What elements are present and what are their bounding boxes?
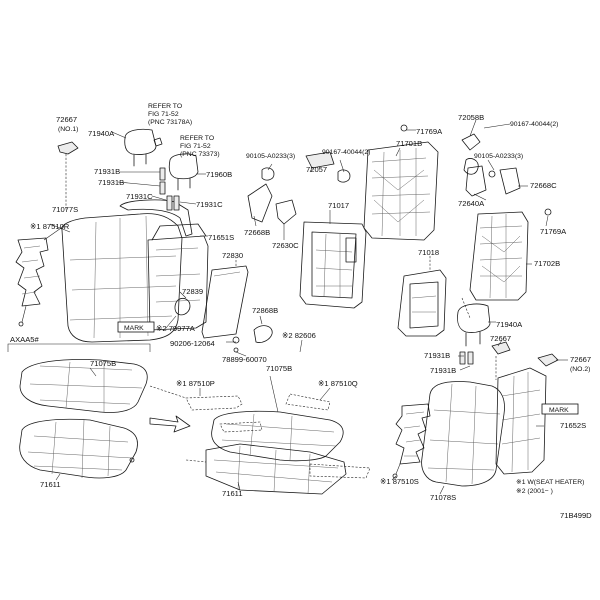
- label-71931C-a: 71931C: [126, 192, 153, 201]
- footnotes: ※1 W(SEAT HEATER) ※2 (2001− ) 71B499D: [516, 479, 592, 520]
- ref1-line1: REFER TO: [148, 103, 182, 110]
- label-71931B-2a: 71931B: [424, 351, 450, 360]
- left-seat-cushion-cover: [19, 359, 148, 413]
- ref1-line2: FIG 71-52: [148, 111, 179, 118]
- label-71018: 71018: [418, 248, 439, 257]
- label-72640A: 72640A: [458, 199, 485, 208]
- label-87510Q: ※1 87510Q: [318, 379, 358, 388]
- center-seat-pad: [205, 443, 347, 495]
- right-frame-71018: [397, 269, 447, 337]
- label-71077S: 71077S: [52, 205, 78, 214]
- label-82606: ※2 82606: [282, 331, 316, 340]
- label-71078S: 71078S: [430, 493, 456, 502]
- label-72667-no1: 72667: [56, 115, 77, 124]
- mark-label-right: MARK: [549, 407, 569, 414]
- right-heater-87510S: [392, 403, 431, 479]
- label-87510P: ※1 87510P: [176, 379, 215, 388]
- label-72630C: 72630C: [272, 241, 299, 250]
- variant-bracket: AXAA5#: [7, 335, 151, 352]
- label-72668B: 72668B: [244, 228, 270, 237]
- label-79977A: ※2 79977A: [156, 324, 196, 333]
- label-72667-no2-sub: (NO.2): [570, 366, 590, 373]
- label-72058B: 72058B: [458, 113, 484, 122]
- label-72667-no2: 72667: [570, 355, 591, 364]
- label-71075B-mid: 71075B: [266, 364, 292, 373]
- right-headrest: [457, 303, 559, 367]
- label-72868B: 72868B: [252, 306, 278, 315]
- label-71931B-2b: 71931B: [430, 366, 456, 375]
- label-87510S: ※1 87510S: [380, 477, 419, 486]
- label-87510R: ※1 87510R: [30, 222, 70, 231]
- center-heaters: [185, 393, 371, 479]
- armrest-pad-72830: [201, 265, 249, 339]
- center-seat-cover: [211, 410, 344, 462]
- label-71940A-top: 71940A: [88, 129, 115, 138]
- direction-arrow: [149, 415, 191, 433]
- label-72057: 72057: [306, 165, 327, 174]
- label-71702B: 71702B: [534, 259, 560, 268]
- label-72668C: 72668C: [530, 181, 557, 190]
- label-72830: 72830: [222, 251, 243, 260]
- part-labels: 72667 (NO.1) 71940A REFER TO FIG 71-52 (…: [30, 103, 591, 502]
- label-90105-A0233-a: 90105-A0233(3): [246, 153, 295, 160]
- left-misc-small-parts: MARK: [57, 141, 191, 333]
- headrest-guides-left: [153, 137, 180, 211]
- label-71701B: 71701B: [396, 139, 422, 148]
- ref2-line1: REFER TO: [180, 135, 214, 142]
- ref1-line3: (PNC 73178A): [148, 119, 192, 126]
- note-seat-heater: ※1 W(SEAT HEATER): [516, 479, 584, 486]
- label-71931B-1a: 71931B: [94, 167, 120, 176]
- note-date-range: ※2 (2001− ): [516, 488, 553, 495]
- left-seat-cushion-pad: [19, 418, 138, 479]
- label-71611-left: 71611: [40, 480, 61, 489]
- diagram-code: 71B499D: [560, 511, 592, 520]
- leader-lines: [43, 119, 568, 495]
- variant-label: AXAA5#: [10, 335, 39, 344]
- label-72667-no1-sub: (NO.1): [58, 126, 78, 133]
- ref2-line2: FIG 71-52: [180, 143, 211, 150]
- hinge-72868B: [232, 325, 273, 353]
- left-seatback-cover: [61, 199, 193, 343]
- label-71931C-b: 71931C: [196, 200, 223, 209]
- label-71652S: 71652S: [560, 421, 586, 430]
- center-brackets: [247, 151, 351, 225]
- label-71611-mid: 71611: [222, 489, 243, 498]
- label-72667: 72667: [490, 334, 511, 343]
- left-heater-element: [15, 237, 49, 327]
- label-71940A-mid: 71940A: [496, 320, 523, 329]
- label-71960B: 71960B: [206, 170, 232, 179]
- label-71017: 71017: [328, 201, 349, 210]
- label-71075B-left: 71075B: [90, 359, 116, 368]
- left-headrest: [124, 128, 199, 191]
- label-71769A-top: 71769A: [416, 127, 443, 136]
- label-90167-40044-a: 90167-40044(2): [322, 149, 370, 156]
- right-seatback-cover-71078S: [421, 381, 505, 487]
- mark-label-left: MARK: [124, 325, 144, 332]
- label-72839: 72839: [182, 287, 203, 296]
- center-seatback-frame-71017: [299, 221, 367, 309]
- label-71931B-1b: 71931B: [98, 178, 124, 187]
- right-frame-71702B: [469, 211, 529, 301]
- label-90167-40044-b: 90167-40044(2): [510, 121, 558, 128]
- right-seatback-frame-71652S: MARK: [495, 367, 579, 475]
- label-90105-A0233-b: 90105-A0233(3): [474, 153, 523, 160]
- label-90206-12064: 90206-12064: [170, 339, 215, 348]
- label-71651S: 71651S: [208, 233, 234, 242]
- right-small-parts: [400, 124, 552, 216]
- label-71769A-right: 71769A: [540, 227, 567, 236]
- label-78899-60070: 78899-60070: [222, 355, 267, 364]
- ref2-line3: (PNC 73373): [180, 151, 220, 158]
- right-frame-71701B: [363, 141, 439, 241]
